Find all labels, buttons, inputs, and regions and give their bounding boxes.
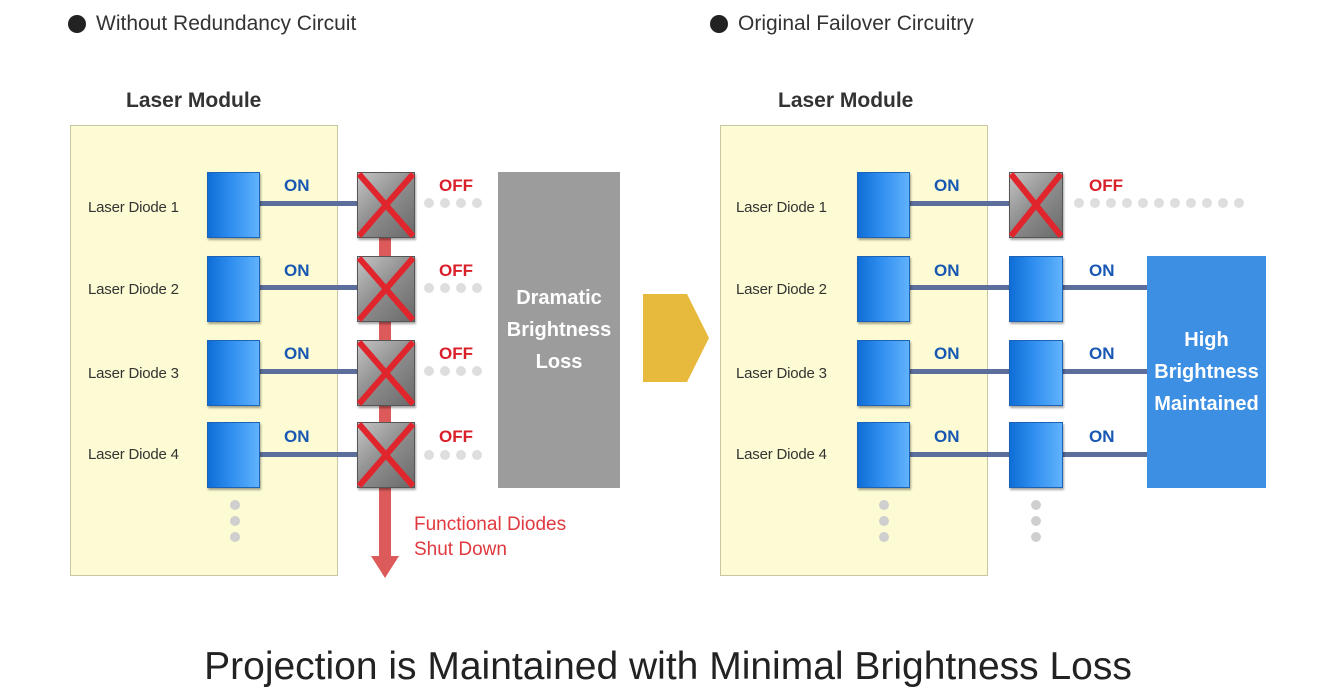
x-mark-icon [356,256,416,322]
laser-diode [857,422,910,488]
x-mark-icon [356,172,416,238]
failover-switch [1009,340,1063,406]
bullet-icon [68,15,86,33]
laser-diode [207,172,260,238]
laser-diode [207,422,260,488]
state-label: ON [284,344,310,363]
diode-label: Laser Diode 1 [88,199,179,216]
x-mark-icon [356,422,416,488]
right-header: Original Failover Circuitry [710,12,974,36]
high-brightness-box: High Brightness Maintained [1147,256,1266,488]
dotted-output [424,366,482,376]
output-label: OFF [439,427,473,446]
left-laser-module [70,125,338,576]
right-header-text: Original Failover Circuitry [738,12,974,35]
diode-label: Laser Diode 4 [736,446,827,463]
shutdown-arrow-icon [371,556,399,578]
state-label: ON [934,344,960,363]
more-switches-ellipsis [1031,500,1041,542]
diode-label: Laser Diode 2 [736,281,827,298]
laser-diode [207,340,260,406]
bullet-icon [710,15,728,33]
laser-diode [207,256,260,322]
dotted-output [424,198,482,208]
arrow-right-icon [643,294,709,382]
failover-switch [1009,422,1063,488]
more-diodes-ellipsis [879,500,889,542]
laser-diode [857,172,910,238]
output-label: ON [1089,344,1115,363]
left-header: Without Redundancy Circuit [68,12,356,36]
dotted-output [1074,198,1244,208]
more-diodes-ellipsis [230,500,240,542]
right-module-title: Laser Module [778,89,914,112]
laser-diode [857,340,910,406]
wire [1061,285,1147,290]
output-label: OFF [439,176,473,195]
dotted-output [424,450,482,460]
state-label: ON [934,427,960,446]
output-label: OFF [439,344,473,363]
state-label: ON [934,176,960,195]
wire [1061,369,1147,374]
state-label: ON [284,176,310,195]
failover-switch [1009,256,1063,322]
wire [260,452,360,457]
state-label: ON [934,261,960,280]
state-label: ON [284,261,310,280]
wire [908,285,1010,290]
x-mark-icon [356,340,416,406]
output-label: ON [1089,427,1115,446]
wire [260,201,360,206]
left-module-title: Laser Module [126,89,262,112]
state-label: ON [284,427,310,446]
shutdown-warning: Functional Diodes Shut Down [414,514,567,560]
diode-label: Laser Diode 3 [88,365,179,382]
caption: Projection is Maintained with Minimal Br… [204,645,1132,688]
x-mark-icon [1008,172,1064,238]
right-laser-module [720,125,988,576]
output-label: OFF [439,261,473,280]
diode-label: Laser Diode 3 [736,365,827,382]
diode-label: Laser Diode 2 [88,281,179,298]
laser-diode [857,256,910,322]
wire [260,285,360,290]
wire [908,452,1010,457]
wire [908,369,1010,374]
dotted-output [424,283,482,293]
output-label: ON [1089,261,1115,280]
diode-label: Laser Diode 1 [736,199,827,216]
output-label: OFF [1089,176,1123,195]
diode-label: Laser Diode 4 [88,446,179,463]
wire [908,201,1010,206]
left-header-text: Without Redundancy Circuit [96,12,357,35]
wire [260,369,360,374]
brightness-loss-box: Dramatic Brightness Loss [498,172,620,488]
wire [1061,452,1147,457]
